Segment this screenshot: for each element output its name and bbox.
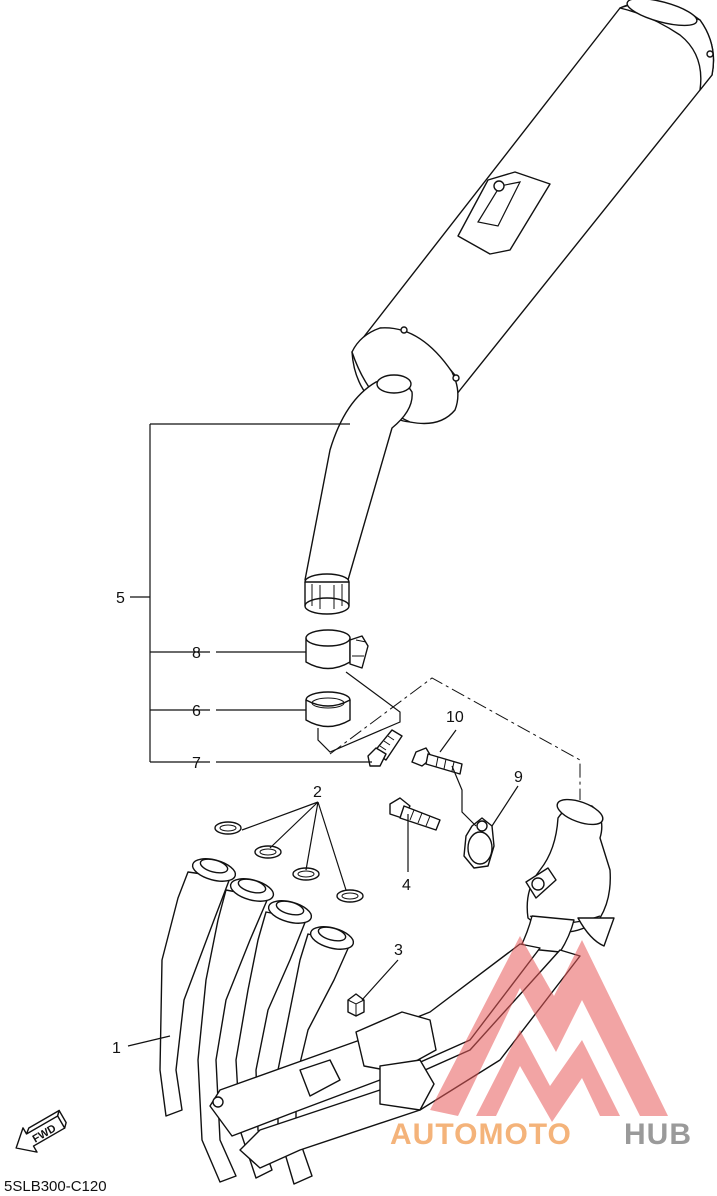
watermark-text-a: AUTOMOTO bbox=[390, 1118, 572, 1151]
watermark-logo bbox=[430, 936, 668, 1122]
callout-6: 6 bbox=[192, 703, 201, 720]
fwd-arrow-icon: FWD bbox=[15, 1109, 67, 1153]
gasket-part-6 bbox=[305, 691, 351, 728]
callout-5: 5 bbox=[116, 590, 125, 607]
clamp-part-8 bbox=[305, 629, 369, 670]
nut-part-3 bbox=[347, 993, 365, 1017]
callout-3: 3 bbox=[394, 942, 403, 959]
gaskets-part-2 bbox=[214, 821, 364, 903]
callout-8: 8 bbox=[192, 645, 201, 662]
callout-1: 1 bbox=[112, 1040, 121, 1057]
collector bbox=[519, 798, 615, 953]
callout-9: 9 bbox=[514, 769, 523, 786]
damper-part-9 bbox=[463, 817, 495, 869]
bolt-part-4 bbox=[389, 797, 441, 831]
callout-2: 2 bbox=[313, 784, 322, 801]
diagram-code: 5SLB300-C120 bbox=[4, 1178, 107, 1195]
bolt-part-7 bbox=[367, 729, 403, 767]
callout-10: 10 bbox=[446, 709, 464, 726]
watermark-text-b: HUB bbox=[624, 1118, 692, 1151]
link-pipe bbox=[304, 374, 413, 615]
leader-lines bbox=[127, 423, 519, 1047]
callout-7: 7 bbox=[192, 755, 201, 772]
muffler bbox=[351, 0, 715, 425]
bolt-part-10 bbox=[411, 747, 463, 775]
callout-4: 4 bbox=[402, 877, 411, 894]
